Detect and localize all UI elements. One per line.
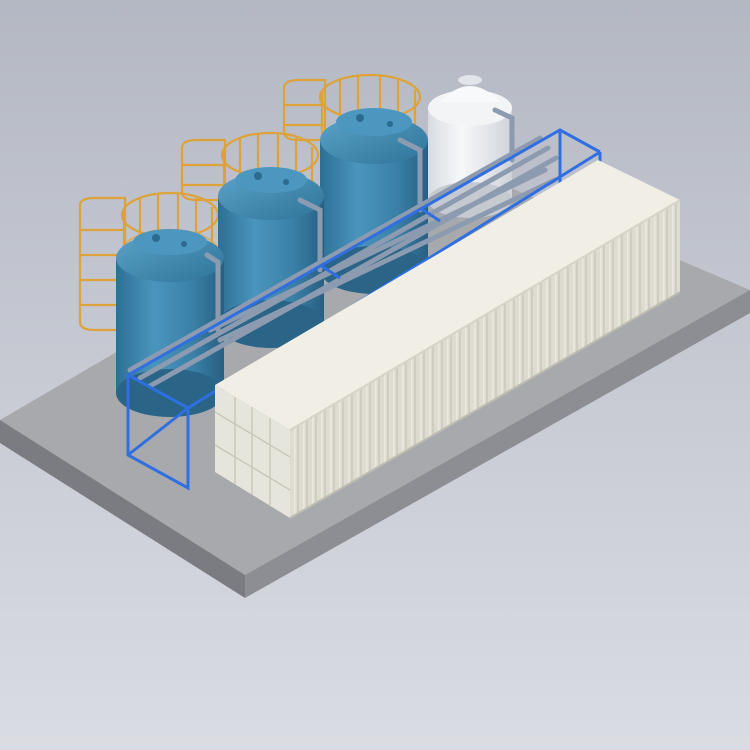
container-roof [215, 160, 680, 430]
container-side [290, 200, 680, 518]
pipe-rack [127, 107, 559, 389]
shipping-container [214, 160, 681, 519]
blue-tank-1 [116, 229, 224, 417]
